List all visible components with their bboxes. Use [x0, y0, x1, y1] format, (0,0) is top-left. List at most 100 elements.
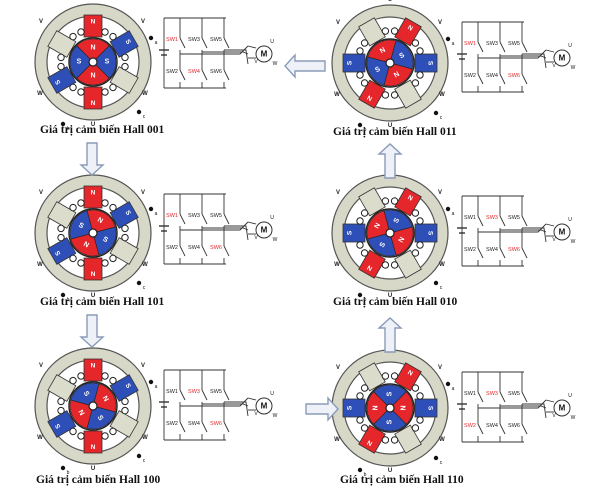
pole-label: N	[406, 194, 414, 203]
arrow-100-to-110	[305, 396, 339, 422]
pole-label: S	[54, 249, 63, 257]
switch-label-sw1: SW1	[464, 391, 476, 397]
switch-blade	[223, 37, 230, 49]
switch-blade	[179, 245, 186, 257]
switch-blade	[477, 391, 484, 403]
phase-letter: V	[438, 190, 442, 196]
rotor-pole-label: N	[90, 73, 95, 80]
phase-letter: W	[142, 91, 148, 97]
hall-sensor-dot	[357, 292, 363, 298]
hall-sensor-dot	[445, 36, 451, 42]
shaft	[385, 403, 395, 413]
coil-bump	[101, 88, 109, 96]
coil-bump	[390, 261, 399, 269]
coil-bump	[360, 384, 369, 392]
switch-blade	[223, 245, 230, 257]
switch-blade	[477, 73, 484, 85]
coil-bump	[356, 241, 364, 249]
phase-letter: W	[37, 435, 43, 441]
phase-letter: U	[388, 468, 392, 474]
phase-letter: V	[141, 19, 145, 25]
pole-label: N	[366, 93, 374, 102]
stator-pole: S	[109, 374, 139, 406]
hall-sensor-label: a	[155, 211, 158, 217]
pole-label: N	[90, 270, 95, 277]
switch-label-sw6: SW6	[508, 247, 520, 253]
coil-bump	[121, 53, 129, 62]
stator-pole-body	[342, 53, 366, 73]
motor-phase-w: W	[273, 413, 278, 419]
pole-label: N	[366, 263, 374, 272]
motor-phase-u: U	[568, 217, 572, 223]
rotor-pole-label: N	[379, 47, 387, 56]
stator-pole	[358, 187, 390, 217]
switch-blade	[179, 421, 186, 433]
motor-phase-w: W	[571, 65, 576, 71]
switch-blade	[477, 247, 484, 259]
switch-blade	[521, 41, 528, 53]
caption-hall-110: Giá trị cảm biến Hall 110	[340, 474, 464, 486]
rotor-pole-label: S	[77, 59, 82, 66]
switch-label-sw2: SW2	[464, 247, 476, 253]
phase-wire	[180, 397, 249, 407]
coil-bump	[57, 53, 65, 62]
switch-label-sw3: SW3	[486, 215, 498, 221]
phase-letter: U	[388, 123, 392, 129]
switch-blade	[223, 69, 230, 81]
stator-pole-body	[83, 430, 103, 454]
motor-symbol-label: M	[559, 228, 566, 237]
motor-phase-u: U	[568, 43, 572, 49]
stator-pole: S	[414, 217, 438, 249]
rotor-pole-label: S	[398, 52, 406, 61]
stator-pole-body	[394, 17, 422, 47]
stator-pole-body	[109, 237, 139, 265]
motor-lead	[545, 223, 555, 227]
stator-pole-body	[109, 30, 139, 58]
switch-blade	[223, 213, 230, 225]
switch-label-sw4: SW4	[486, 73, 498, 79]
phase-letter: U	[91, 0, 95, 2]
rotor-pole-label: S	[379, 241, 388, 249]
switch-blade	[499, 423, 506, 435]
coil-bump	[121, 397, 129, 406]
switch-label-sw6: SW6	[210, 245, 222, 251]
rotor-pole-label: N	[90, 45, 95, 52]
shaft	[88, 57, 98, 67]
stator-pole	[358, 362, 390, 392]
phase-letter: V	[438, 365, 442, 371]
pole-label: S	[347, 405, 354, 410]
stator-pole-body	[342, 223, 366, 243]
hall-sensor-dot	[148, 35, 154, 41]
stator-pole-body	[414, 223, 438, 243]
phase-wire	[478, 49, 547, 59]
phase-letter: W	[439, 437, 445, 443]
coil-bump	[390, 27, 399, 35]
coil-bump	[390, 197, 399, 205]
phase-wire	[522, 403, 547, 419]
arrow-110-to-010	[377, 317, 403, 353]
coil-bump	[416, 71, 424, 79]
arrow-010-to-011	[377, 143, 403, 179]
switch-label-sw4: SW4	[188, 69, 200, 75]
stator-pole-body	[109, 201, 139, 229]
rotor-pole-label: S	[101, 236, 109, 245]
coil-bump	[57, 233, 65, 242]
hall-sensor-dot	[60, 465, 66, 471]
coil-bump	[69, 254, 77, 263]
hall-sensor-label: a	[155, 384, 158, 390]
phase-letter: U	[91, 293, 95, 299]
motor-phase-w: W	[571, 415, 576, 421]
switch-label-sw1: SW1	[166, 37, 178, 43]
coil-bump	[360, 209, 369, 217]
motor-lead	[247, 45, 257, 49]
hall-sensor-label: b	[364, 297, 367, 303]
hall-sensor-label: b	[67, 297, 70, 303]
coil-bump	[57, 62, 65, 71]
phase-wire	[224, 225, 249, 241]
coil-bump	[411, 424, 420, 432]
hall-sensor-dot	[433, 455, 439, 461]
motor-symbol-label: M	[261, 402, 268, 411]
